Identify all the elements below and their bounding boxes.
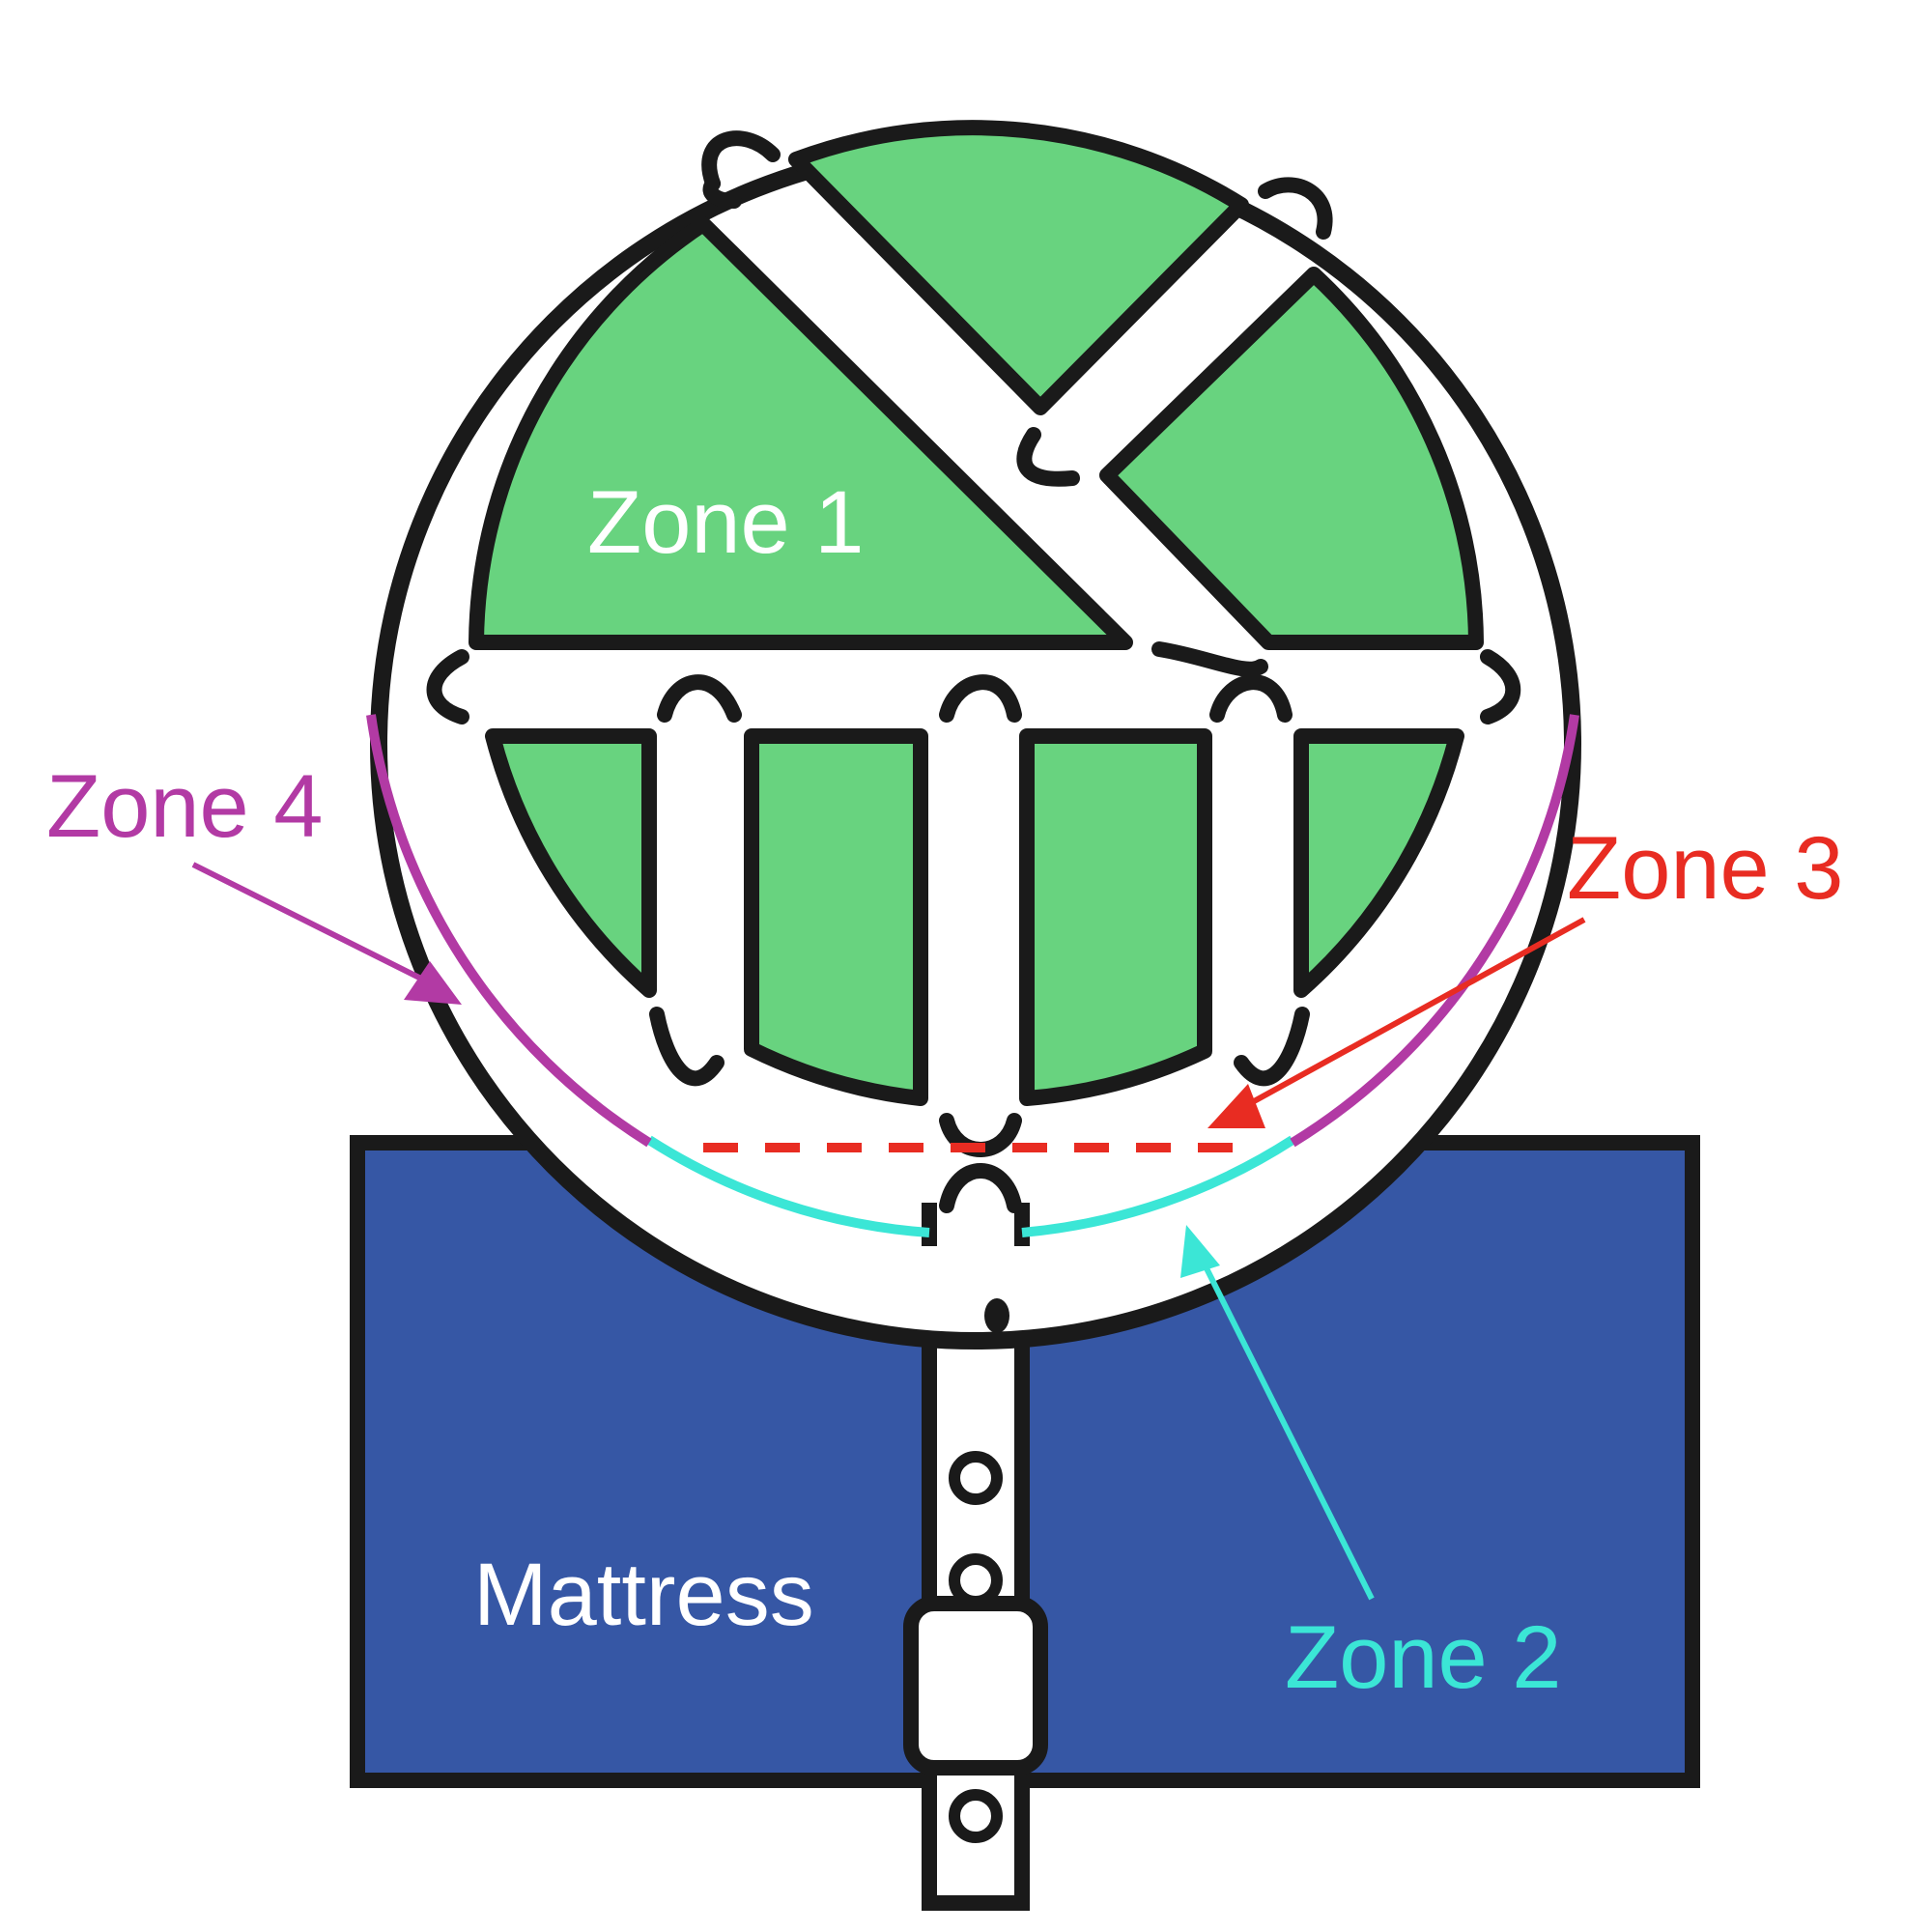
strap-hardware xyxy=(903,1298,1048,1843)
strap-hole-1 xyxy=(949,1451,1003,1505)
strap-rivet xyxy=(984,1298,1009,1333)
clip-center xyxy=(1016,427,1080,487)
segment-left-sector xyxy=(469,216,1133,650)
clip-bottom-x-2 xyxy=(939,1163,1022,1213)
fastener-clips xyxy=(426,130,1521,1213)
zone4-arc-left xyxy=(366,714,652,1148)
zone2-arc-right xyxy=(1021,1135,1295,1237)
segment-right-sector xyxy=(1099,267,1484,650)
zone1-label: Zone 1 xyxy=(587,473,864,572)
lower-segments xyxy=(485,728,1464,1106)
segment-lower-1 xyxy=(485,728,657,998)
clip-top-left-2 xyxy=(702,176,742,209)
segment-lower-2 xyxy=(744,728,928,1106)
zone2-arrowhead xyxy=(1180,1225,1220,1278)
clip-left-edge xyxy=(426,649,469,724)
zone2-arrow-line xyxy=(1195,1249,1375,1601)
zone3-arrowhead xyxy=(1208,1084,1265,1128)
clip-right-edge xyxy=(1480,649,1521,724)
clip-lower-left xyxy=(649,1007,724,1087)
zone2-label: Zone 2 xyxy=(1285,1608,1561,1707)
zone4-arrow-line xyxy=(191,862,437,988)
clip-top-left xyxy=(701,130,781,191)
segment-lower-4 xyxy=(1293,728,1464,998)
clip-mid-2 xyxy=(939,674,1022,723)
clip-center-right xyxy=(1151,641,1268,677)
annotation-arrows xyxy=(191,862,1586,1601)
clip-mid-1 xyxy=(657,674,742,723)
zone3-label: Zone 3 xyxy=(1567,819,1843,918)
zone3-arrow-line xyxy=(1235,917,1586,1114)
segment-lower-3 xyxy=(1019,728,1212,1106)
zone1-segments xyxy=(469,120,1484,650)
mattress-label: Mattress xyxy=(473,1546,814,1644)
clip-lower-right xyxy=(1234,1007,1310,1087)
zone2-arc xyxy=(646,1135,930,1237)
clip-mid-3 xyxy=(1209,674,1293,723)
zone4-label: Zone 4 xyxy=(46,757,323,856)
clip-top-right xyxy=(1258,177,1333,240)
segment-top-sector xyxy=(788,120,1249,415)
strap-hole-3 xyxy=(949,1789,1003,1843)
zone4-arc-right xyxy=(1290,714,1579,1148)
strap-buckle xyxy=(903,1596,1048,1776)
zone4-arrowhead xyxy=(404,961,462,1005)
strap-hole-2 xyxy=(949,1553,1003,1607)
